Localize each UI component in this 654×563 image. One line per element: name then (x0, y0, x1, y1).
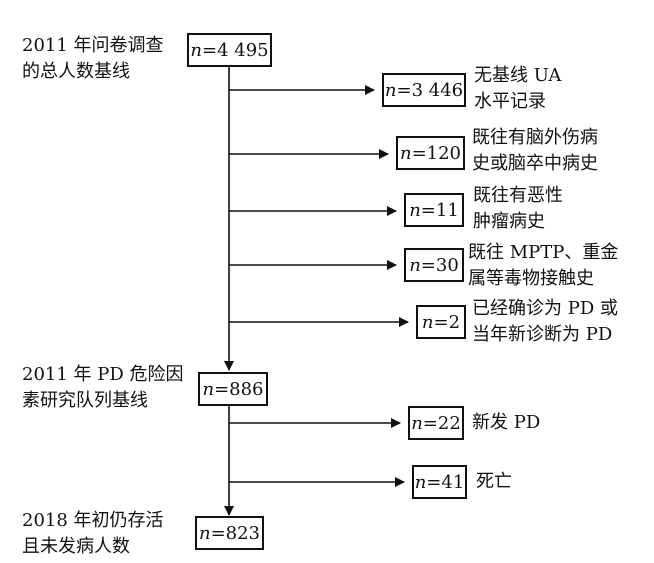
exclusion-box-malignancy: n=11 (404, 193, 464, 227)
count-box-baseline-survey: n=4 495 (187, 33, 272, 67)
stage-label-baseline-survey: 2011 年问卷调查 的总人数基线 (22, 35, 164, 82)
outcome-box-death: n=41 (412, 465, 467, 499)
exclusion-box-brain-injury-stroke: n=120 (396, 136, 465, 170)
outcome-note-death: 死亡 (476, 471, 512, 492)
exclusion-note-malignancy: 既往有恶性 肿瘤病史 (473, 185, 563, 232)
exclusion-note-toxin-exposure: 既往 MPTP、重金 属等毒物接触史 (468, 242, 619, 289)
exclusion-box-diagnosed-pd: n=2 (416, 305, 466, 339)
count-box-final: n=823 (195, 516, 264, 550)
exclusion-box-toxin-exposure: n=30 (404, 248, 464, 282)
exclusion-note-no-ua: 无基线 UA 水平记录 (474, 65, 562, 112)
outcome-note-new-pd: 新发 PD (472, 412, 541, 433)
exclusion-note-brain-injury-stroke: 既往有脑外伤病 史或脑卒中病史 (472, 127, 598, 174)
count-box-cohort-baseline: n=886 (198, 372, 268, 406)
stage-label-final-count: 2018 年初仍存活 且未发病人数 (22, 510, 164, 557)
exclusion-box-no-ua: n=3 446 (382, 73, 466, 107)
stage-label-cohort-baseline: 2011 年 PD 危险因 素研究队列基线 (22, 364, 184, 411)
exclusion-note-diagnosed-pd: 已经确诊为 PD 或 当年新诊断为 PD (472, 298, 618, 345)
outcome-box-new-pd: n=22 (408, 406, 464, 440)
